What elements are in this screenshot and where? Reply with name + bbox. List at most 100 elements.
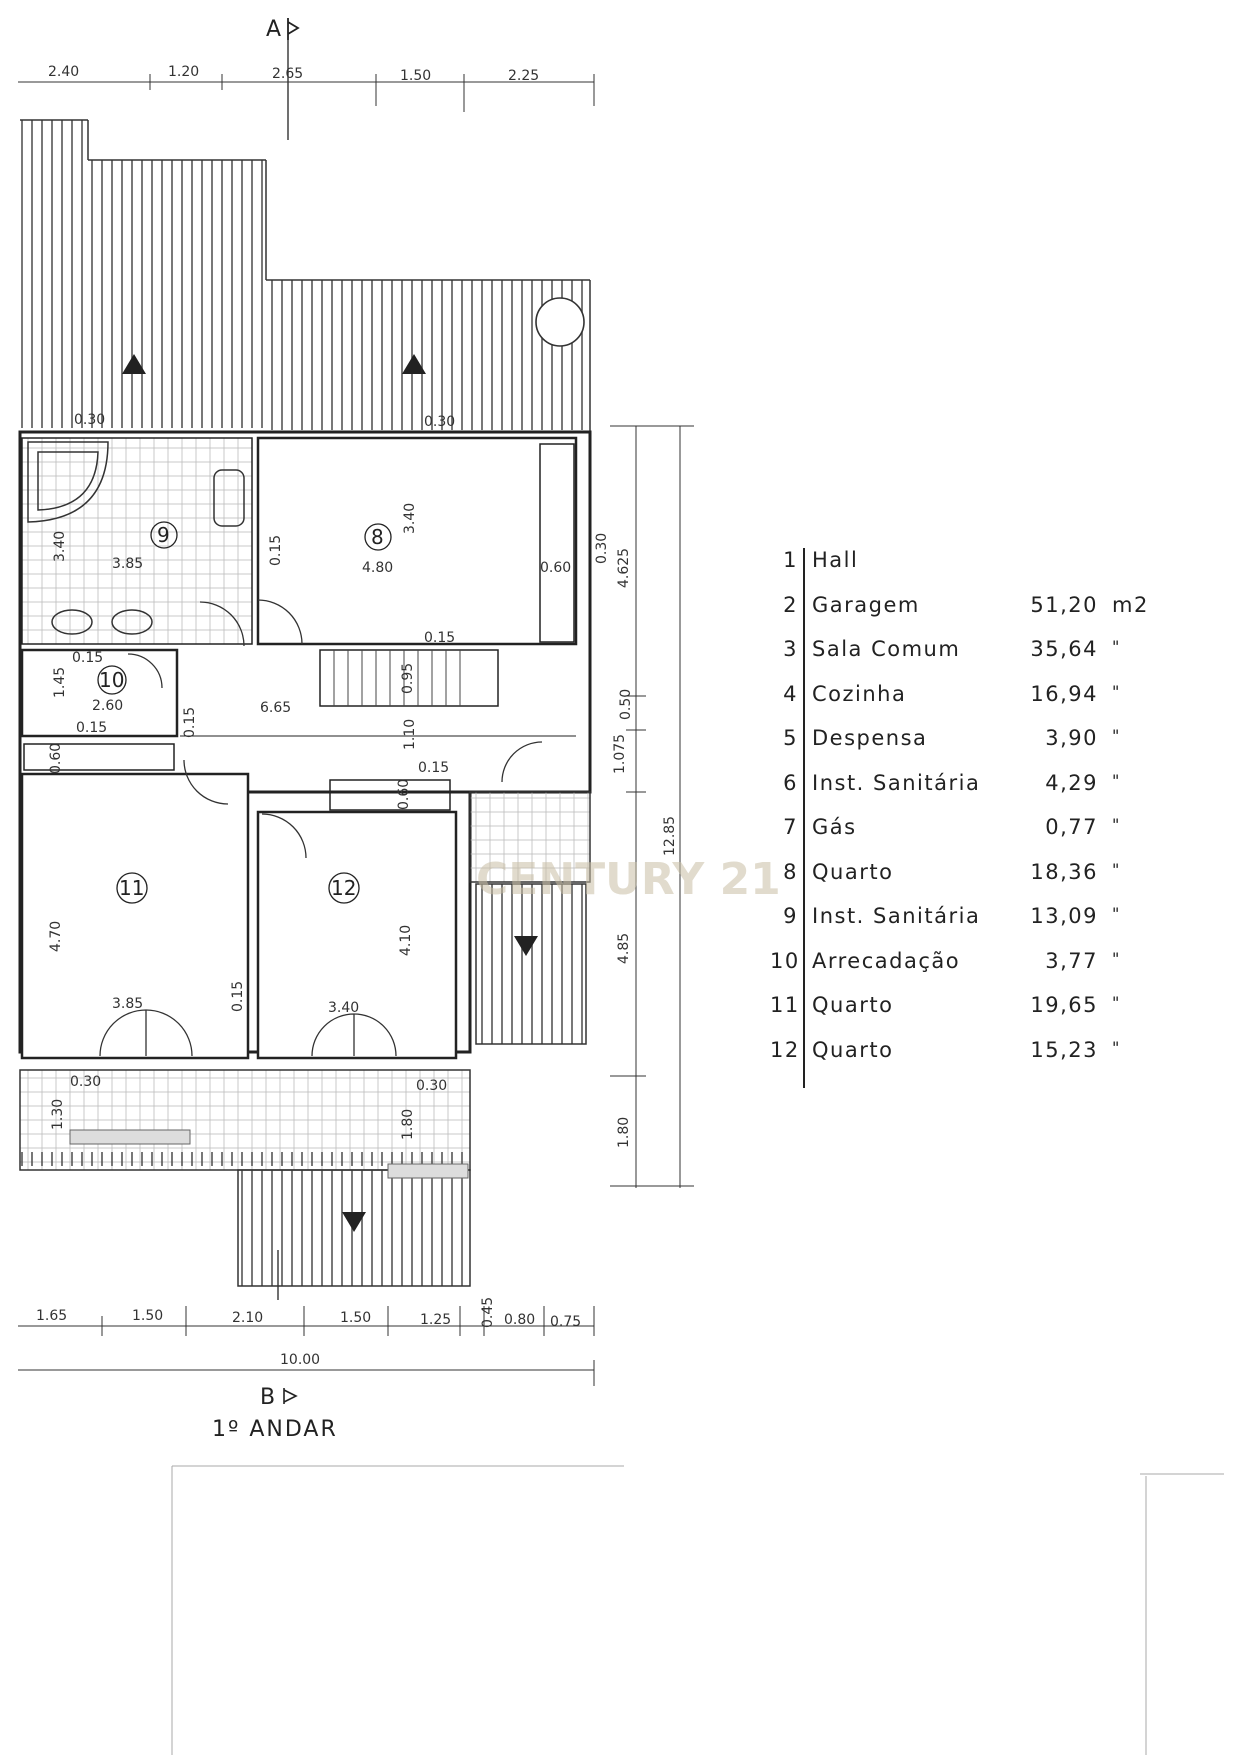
svg-text:3.40: 3.40: [402, 503, 418, 534]
legend-unit: ": [1112, 993, 1121, 1012]
legend-row: 10 Arrecadação 3,77 ": [770, 949, 1210, 994]
legend-area: 15,23: [1030, 1037, 1098, 1062]
balcony-right: [469, 791, 591, 1045]
svg-text:8: 8: [371, 525, 384, 549]
legend-room-name: Inst. Sanitária: [812, 904, 981, 928]
svg-text:0.30: 0.30: [594, 533, 610, 564]
svg-text:4.70: 4.70: [48, 921, 64, 952]
legend-row: 12 Quarto 15,23 ": [770, 1038, 1210, 1083]
legend-room-name: Quarto: [812, 1037, 894, 1062]
svg-text:0.15: 0.15: [418, 760, 449, 776]
svg-text:10.00: 10.00: [280, 1352, 320, 1368]
legend-number: 9: [783, 904, 798, 928]
legend-unit: ": [1112, 637, 1121, 656]
legend-row: 9 Inst. Sanitária 13,09 ": [770, 904, 1210, 949]
legend-unit: ": [1112, 859, 1121, 879]
legend-number: 7: [783, 815, 798, 839]
legend-unit: ": [1112, 681, 1121, 701]
legend-unit: ": [1112, 770, 1121, 790]
legend-unit: m2: [1112, 592, 1149, 617]
legend-divider: [803, 548, 805, 1088]
legend-room-name: Quarto: [812, 993, 894, 1017]
svg-text:0.60: 0.60: [540, 560, 571, 576]
svg-text:12: 12: [331, 876, 356, 900]
svg-text:3.85: 3.85: [112, 556, 143, 572]
legend-number: 12: [770, 1037, 800, 1062]
legend-number: 4: [783, 681, 798, 706]
svg-text:0.60: 0.60: [396, 779, 412, 810]
legend-unit: ": [1112, 948, 1121, 968]
svg-text:1.50: 1.50: [132, 1308, 163, 1324]
legend-number: 10: [770, 948, 800, 973]
legend-room-name: Arrecadação: [812, 948, 961, 973]
svg-text:1.25: 1.25: [420, 1312, 451, 1328]
svg-text:2.10: 2.10: [232, 1310, 263, 1326]
legend-room-name: Quarto: [812, 859, 894, 884]
svg-text:10: 10: [99, 668, 124, 692]
svg-text:4.80: 4.80: [362, 560, 393, 576]
svg-text:0.95: 0.95: [400, 663, 416, 694]
legend-area: 3,77: [1045, 948, 1098, 973]
svg-text:1.50: 1.50: [340, 1310, 371, 1326]
legend-unit: ": [1112, 726, 1121, 745]
svg-text:0.15: 0.15: [424, 630, 455, 646]
legend-row: 8 Quarto 18,36 ": [770, 860, 1210, 905]
legend-room-name: Garagem: [812, 592, 920, 617]
legend-number: 11: [770, 993, 800, 1017]
legend-number: 5: [783, 726, 798, 750]
svg-text:3.40: 3.40: [328, 1000, 359, 1016]
svg-text:1.50: 1.50: [400, 68, 431, 84]
svg-text:1.30: 1.30: [50, 1099, 66, 1130]
svg-text:1.075: 1.075: [612, 734, 628, 774]
room-numbers: 8 9 10 11 12: [97, 521, 392, 904]
legend-area: 16,94: [1030, 681, 1098, 706]
legend-row: 2 Garagem 51,20 m2: [770, 593, 1210, 638]
legend-area: 4,29: [1045, 770, 1098, 795]
legend-room-name: Hall: [812, 548, 859, 572]
legend-room-name: Gás: [812, 815, 857, 839]
svg-text:9: 9: [157, 523, 170, 547]
legend-row: 11 Quarto 19,65 ": [770, 993, 1210, 1038]
svg-text:1.20: 1.20: [168, 64, 199, 80]
svg-text:A: A: [266, 17, 283, 42]
svg-text:2.60: 2.60: [92, 698, 123, 714]
room-legend: 1 Hall 2 Garagem 51,20 m2 3 Sala Comum 3…: [770, 548, 1210, 1082]
svg-text:0.45: 0.45: [480, 1297, 496, 1328]
stair-treads: [333, 650, 461, 706]
legend-room-name: Cozinha: [812, 681, 907, 706]
right-dimension-line: 4.625 0.50 1.075 4.85 1.80 12.85: [610, 425, 694, 1188]
legend-area: 51,20: [1030, 592, 1098, 617]
slope-arrow-up-icon: [402, 354, 426, 374]
legend-row: 1 Hall: [770, 548, 1210, 593]
legend-row: 4 Cozinha 16,94 ": [770, 682, 1210, 727]
legend-row: 5 Despensa 3,90 ": [770, 726, 1210, 771]
svg-text:0.30: 0.30: [70, 1074, 101, 1090]
terrace-upper: [20, 119, 591, 432]
svg-text:0.30: 0.30: [74, 412, 105, 428]
svg-text:11: 11: [119, 876, 144, 900]
bottom-dimension-line: 1.65 1.50 2.10 1.50 1.25 0.45 0.80 0.75 …: [18, 1297, 595, 1386]
svg-text:1.65: 1.65: [36, 1308, 67, 1324]
section-marker-b: B 1º ANDAR: [212, 1250, 336, 1442]
legend-row: 6 Inst. Sanitária 4,29 ": [770, 771, 1210, 816]
top-dimension-line: 2.40 1.20 2.65 1.50 2.25: [18, 64, 595, 112]
legend-room-name: Despensa: [812, 726, 928, 750]
legend-area: 35,64: [1030, 637, 1098, 661]
legend-area: 19,65: [1030, 993, 1098, 1017]
svg-text:0.15: 0.15: [76, 720, 107, 736]
svg-text:1.80: 1.80: [616, 1117, 632, 1148]
svg-text:2.65: 2.65: [272, 66, 303, 82]
legend-room-name: Sala Comum: [812, 637, 961, 661]
watermark: CENTURY 21: [476, 854, 781, 905]
legend-unit: ": [1112, 815, 1121, 834]
svg-text:0.30: 0.30: [424, 414, 455, 430]
legend-area: 18,36: [1030, 859, 1098, 884]
legend-area: 0,77: [1045, 815, 1098, 839]
svg-text:0.15: 0.15: [268, 535, 284, 566]
svg-text:4.85: 4.85: [616, 933, 632, 964]
section-marker-a: A: [266, 17, 300, 140]
legend-number: 3: [783, 637, 798, 661]
room-dimensions: 0.30 0.30 3.40 3.85 0.15 3.40 4.80 0.60 …: [48, 412, 610, 1140]
svg-text:2.40: 2.40: [48, 64, 79, 80]
